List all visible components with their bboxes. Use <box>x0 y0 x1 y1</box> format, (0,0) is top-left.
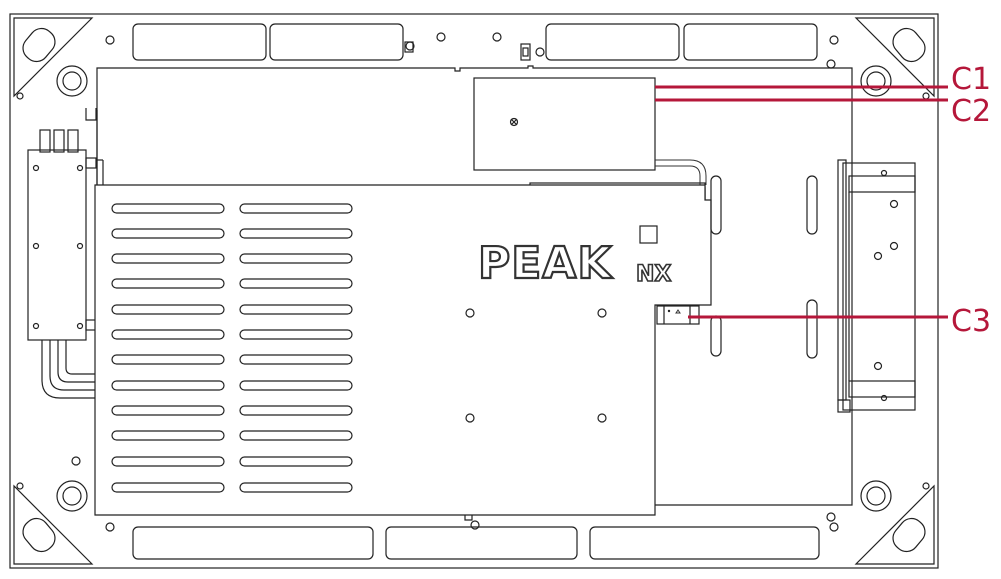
component-box-c1-c2 <box>473 77 707 185</box>
frame-screws <box>16 32 930 532</box>
brand-logo-suffix: NX <box>636 262 671 287</box>
corner-bracket-bottom-left <box>13 484 94 565</box>
vented-cover <box>94 184 712 516</box>
vent-slots-left <box>111 203 225 493</box>
top-connector <box>520 43 531 61</box>
brand-logo: PEAK NX <box>477 225 672 290</box>
mount-ring-bottom-left <box>56 480 88 512</box>
right-vertical-slots <box>710 175 818 359</box>
vent-slots-right <box>239 203 353 493</box>
callout-lines <box>655 85 948 319</box>
right-bracket <box>837 159 916 413</box>
bottom-slots <box>132 526 820 560</box>
outer-frame <box>9 13 939 569</box>
left-bracket-assembly <box>27 108 97 399</box>
top-slots <box>132 23 818 61</box>
mount-ring-top-right <box>860 65 892 97</box>
callout-label-c1: C1 <box>951 62 991 97</box>
mount-ring-bottom-right <box>860 480 892 512</box>
corner-bracket-top-left <box>13 17 94 98</box>
callout-label-c2: C2 <box>951 94 991 129</box>
main-back-panel <box>96 65 853 506</box>
mount-ring-top-left <box>56 65 88 97</box>
corner-bracket-top-right <box>854 17 935 98</box>
cover-screws <box>464 308 607 521</box>
callout-label-c3: C3 <box>951 304 991 339</box>
brand-logo-text: PEAK <box>478 238 613 289</box>
corner-bracket-bottom-right <box>854 484 935 565</box>
connector-c3 <box>656 305 700 325</box>
brand-logo-square <box>639 225 658 244</box>
top-clip <box>404 41 414 53</box>
